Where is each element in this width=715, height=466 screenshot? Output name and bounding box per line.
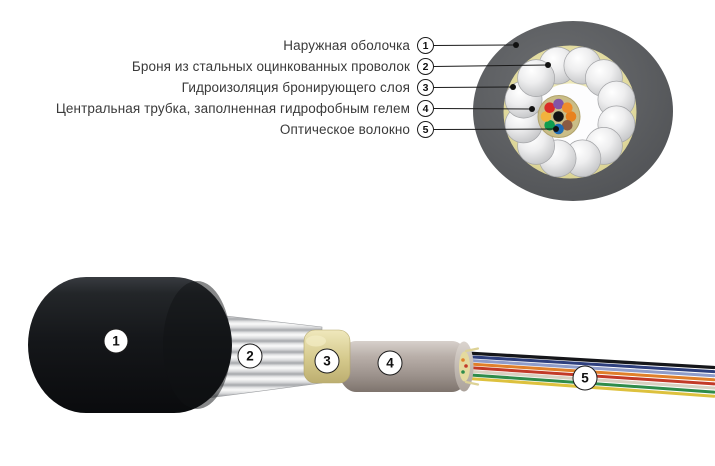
callout-lines (433, 44, 557, 130)
fiber-strand (456, 350, 715, 370)
legend-item-outer-sheath: Наружная оболочка 1 (0, 35, 434, 56)
callout-dots (510, 42, 559, 132)
callout-line-1 (433, 44, 517, 46)
callout-dot-3 (510, 84, 516, 90)
cap-fiber-dot (461, 358, 465, 362)
legend-number-badge: 2 (417, 58, 434, 75)
legend-item-armor: Броня из стальных оцинкованных проволок … (0, 56, 434, 77)
callout-dot-4 (529, 106, 535, 112)
cross-section-view (473, 21, 673, 201)
gel-wisp (464, 380, 480, 386)
legend-number-badge: 5 (417, 121, 434, 138)
callout-dot-2 (545, 62, 551, 68)
legend-item-central-tube: Центральная трубка, заполненная гидрофоб… (0, 98, 434, 119)
cap-fiber-dot (464, 364, 468, 368)
callout-line-2 (433, 64, 549, 67)
legend-item-optical-fiber: Оптическое волокно 5 (0, 119, 434, 140)
cable-marker-1: 1 (103, 328, 129, 354)
legend-item-waterproofing: Гидроизоляция бронирующего слоя 3 (0, 77, 434, 98)
armor-wires-ring (504, 46, 636, 178)
cutaway-3d-view (28, 277, 715, 413)
callout-line-4 (433, 108, 533, 110)
optical-fiber-dot (565, 111, 577, 122)
central-tube-3d (338, 341, 470, 392)
optical-fiber-dot (562, 120, 573, 131)
optical-fiber-dot (544, 120, 555, 131)
armor-wire (517, 59, 555, 97)
optical-fiber-dot (540, 111, 552, 122)
optical-fiber-dot (544, 102, 555, 113)
optical-fiber-dot (562, 102, 573, 113)
gel-highlight (306, 335, 326, 347)
legend-number-badge: 1 (417, 37, 434, 54)
cable-marker-3: 3 (314, 348, 340, 374)
callout-line-5 (433, 128, 557, 130)
legend-number-badge: 4 (417, 100, 434, 117)
cable-marker-4: 4 (377, 350, 403, 376)
cable-marker-5: 5 (572, 365, 598, 391)
legend-item-label: Наружная оболочка (283, 38, 410, 53)
jacket-end-face (163, 281, 231, 409)
callout-line-3 (433, 86, 514, 88)
cable-marker-2: 2 (237, 343, 263, 369)
legend-item-label: Гидроизоляция бронирующего слоя (181, 80, 410, 95)
legend: Наружная оболочка 1 Броня из стальных оц… (0, 35, 434, 140)
optical-fiber-dot-center (553, 111, 564, 122)
callout-dot-1 (513, 42, 519, 48)
legend-item-label: Оптическое волокно (279, 122, 410, 137)
optical-fiber-dot (553, 98, 564, 110)
legend-number-badge: 3 (417, 79, 434, 96)
legend-item-label: Центральная трубка, заполненная гидрофоб… (55, 101, 410, 116)
legend-item-label: Броня из стальных оцинкованных проволок (131, 59, 410, 74)
cap-fiber-dot (461, 370, 465, 374)
fiber-strand (456, 354, 715, 374)
gel-wisp (464, 347, 480, 353)
callout-dot-5 (553, 126, 559, 132)
